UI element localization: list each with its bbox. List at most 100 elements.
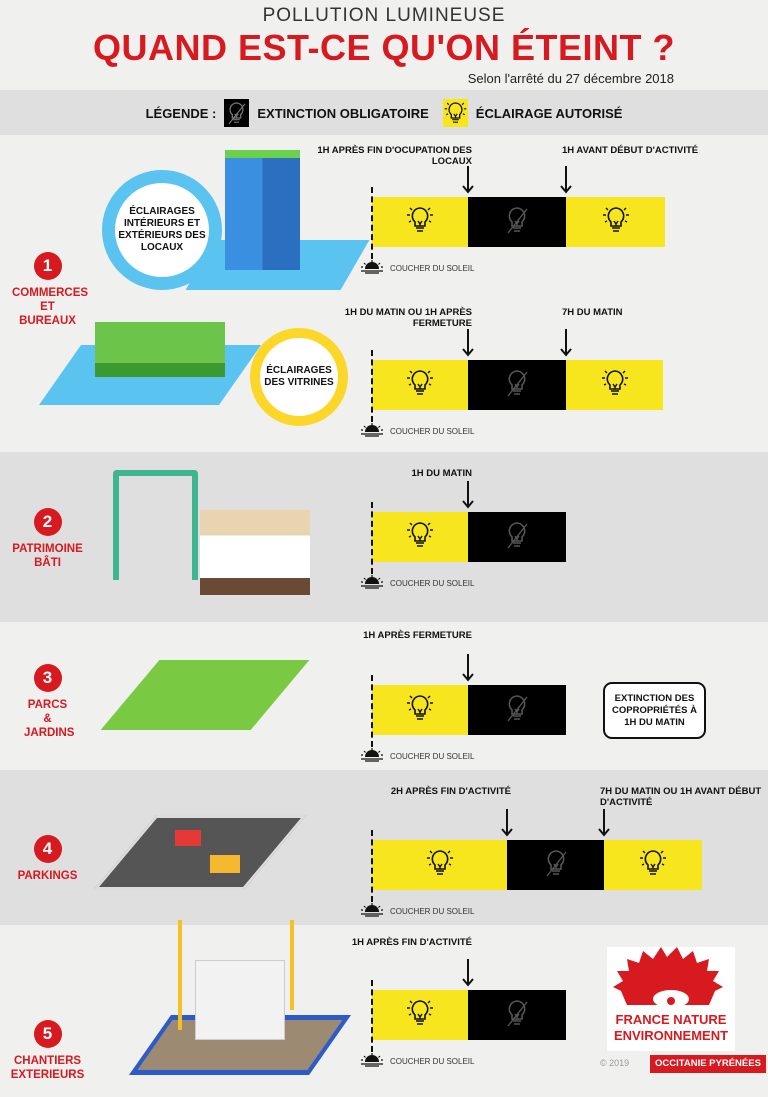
sunset-marker: COUCHER DU SOLEIL xyxy=(360,748,474,764)
shop-building-illustration xyxy=(95,322,225,377)
timeline-marker-label: 1H APRÈS FERMETURE xyxy=(363,630,472,641)
lighting-allowed-segment xyxy=(566,197,665,247)
timeline-marker-label: 1H APRÈS FIN D'ACTIVITÉ xyxy=(351,937,472,948)
lighting-allowed-segment xyxy=(372,685,468,735)
section-title: COMMERCES ET BUREAUX xyxy=(12,287,89,327)
extinction-segment xyxy=(468,512,566,562)
timeline-marker-label: 7H DU MATIN xyxy=(562,307,623,318)
kicker: POLLUTION LUMINEUSE xyxy=(262,5,506,26)
legend: LÉGENDE : EXTINCTION OBLIGATOIRE ÉCLAIRA… xyxy=(0,99,768,127)
timeline-bar xyxy=(372,840,702,890)
timeline-bar xyxy=(372,685,566,735)
lighting-allowed-segment xyxy=(566,360,663,410)
sunset-marker: COUCHER DU SOLEIL xyxy=(360,423,474,439)
arrow-down-icon xyxy=(560,329,572,357)
office-building-illustration xyxy=(225,150,300,270)
sunset-line xyxy=(371,980,373,1052)
sunset-line xyxy=(371,350,373,422)
sunset-label: COUCHER DU SOLEIL xyxy=(390,263,475,273)
bridge-illustration xyxy=(113,470,198,580)
extinction-segment xyxy=(468,685,566,735)
timeline-marker-label: 1H AVANT DÉBUT D'ACTIVITÉ xyxy=(562,145,699,156)
section-number: 2 xyxy=(33,508,62,536)
legend-band xyxy=(0,90,768,135)
crane-illustration xyxy=(290,920,294,1010)
arrow-down-icon xyxy=(462,654,474,682)
arrow-down-icon xyxy=(501,809,513,837)
sunset-line xyxy=(371,830,373,902)
extinction-segment xyxy=(468,990,566,1040)
logo-line-2: ENVIRONNEMENT xyxy=(613,1028,729,1043)
monument-illustration xyxy=(200,510,310,595)
section-title: CHANTIERS EXTERIEURS xyxy=(10,1055,85,1081)
bulb-icon xyxy=(601,203,631,242)
sunset-label: COUCHER DU SOLEIL xyxy=(390,751,475,761)
sunset-icon xyxy=(360,1053,384,1069)
bulb-crossed-icon xyxy=(502,366,532,405)
sunset-icon xyxy=(360,423,384,439)
page-title: QUAND EST-CE QU'ON ÉTEINT ? xyxy=(92,27,676,68)
bubble-interior-lighting: ÉCLAIRAGES INTÉRIEURS ET EXTÉRIEURS DES … xyxy=(102,170,222,290)
arrow-down-icon xyxy=(560,166,572,194)
sunset-icon xyxy=(360,260,384,276)
sunset-marker: COUCHER DU SOLEIL xyxy=(360,260,474,276)
bulb-icon xyxy=(405,203,435,242)
hedgehog-icon xyxy=(613,947,723,1008)
lighting-allowed-segment xyxy=(372,840,507,890)
sunset-line xyxy=(371,675,373,747)
header-band xyxy=(0,0,768,90)
arrow-down-icon xyxy=(462,481,474,509)
extinction-segment xyxy=(507,840,604,890)
bulb-crossed-icon xyxy=(541,846,571,885)
section-title: PATRIMOINE BÂTI xyxy=(12,543,83,569)
copyright: © 2019 xyxy=(600,1058,630,1068)
section-title: PARKINGS xyxy=(17,870,78,882)
arrow-down-icon xyxy=(462,166,474,194)
bulb-icon xyxy=(638,846,668,885)
bubble-shop-windows: ÉCLAIRAGES DES VITRINES xyxy=(250,328,348,426)
sunset-icon xyxy=(360,575,384,591)
legend-off-label: EXTINCTION OBLIGATOIRE xyxy=(257,105,429,121)
timeline-bar xyxy=(372,512,566,562)
section-title: PARCS & JARDINS xyxy=(24,699,75,739)
arrow-down-icon xyxy=(462,959,474,987)
subtitle: Selon l'arrêté du 27 décembre 2018 xyxy=(467,71,674,86)
sunset-label: COUCHER DU SOLEIL xyxy=(390,426,475,436)
legend-label: LÉGENDE : xyxy=(145,105,217,121)
sunset-marker: COUCHER DU SOLEIL xyxy=(360,903,474,919)
fne-logo: FRANCE NATURE ENVIRONNEMENT xyxy=(607,947,735,1051)
timeline-marker-label: 2H APRÈS FIN D'ACTIVITÉ xyxy=(390,786,511,797)
bulb-icon xyxy=(405,996,435,1035)
bulb-crossed-icon xyxy=(502,996,532,1035)
lighting-allowed-segment xyxy=(372,990,468,1040)
car-illustration xyxy=(175,830,201,846)
timeline-marker-label: 1H DU MATIN OU 1H APRÈS FERMETURE xyxy=(344,307,472,329)
construction-building-illustration xyxy=(195,960,285,1040)
section-number: 4 xyxy=(33,835,62,863)
sunset-icon xyxy=(360,903,384,919)
bulb-icon xyxy=(442,99,468,127)
timeline-bar xyxy=(372,197,665,247)
crane-illustration xyxy=(178,920,182,1030)
bulb-icon xyxy=(600,366,630,405)
bulb-icon xyxy=(405,366,435,405)
sunset-icon xyxy=(360,748,384,764)
lighting-allowed-segment xyxy=(372,360,468,410)
sunset-line xyxy=(371,502,373,574)
lighting-allowed-segment xyxy=(604,840,702,890)
legend-on-label: ÉCLAIRAGE AUTORISÉ xyxy=(475,105,623,121)
logo-line-1: FRANCE NATURE xyxy=(615,1012,727,1027)
timeline-marker-label: 1H APRÈS FIN D'OCUPATION DES LOCAUX xyxy=(317,145,472,167)
extinction-segment xyxy=(468,360,566,410)
sunset-marker: COUCHER DU SOLEIL xyxy=(360,1053,474,1069)
bulb-crossed-icon xyxy=(502,691,532,730)
arrow-down-icon xyxy=(462,329,474,357)
lighting-allowed-segment xyxy=(372,197,468,247)
section-number: 5 xyxy=(33,1020,62,1048)
car-illustration xyxy=(210,855,240,873)
bulb-icon xyxy=(425,846,455,885)
